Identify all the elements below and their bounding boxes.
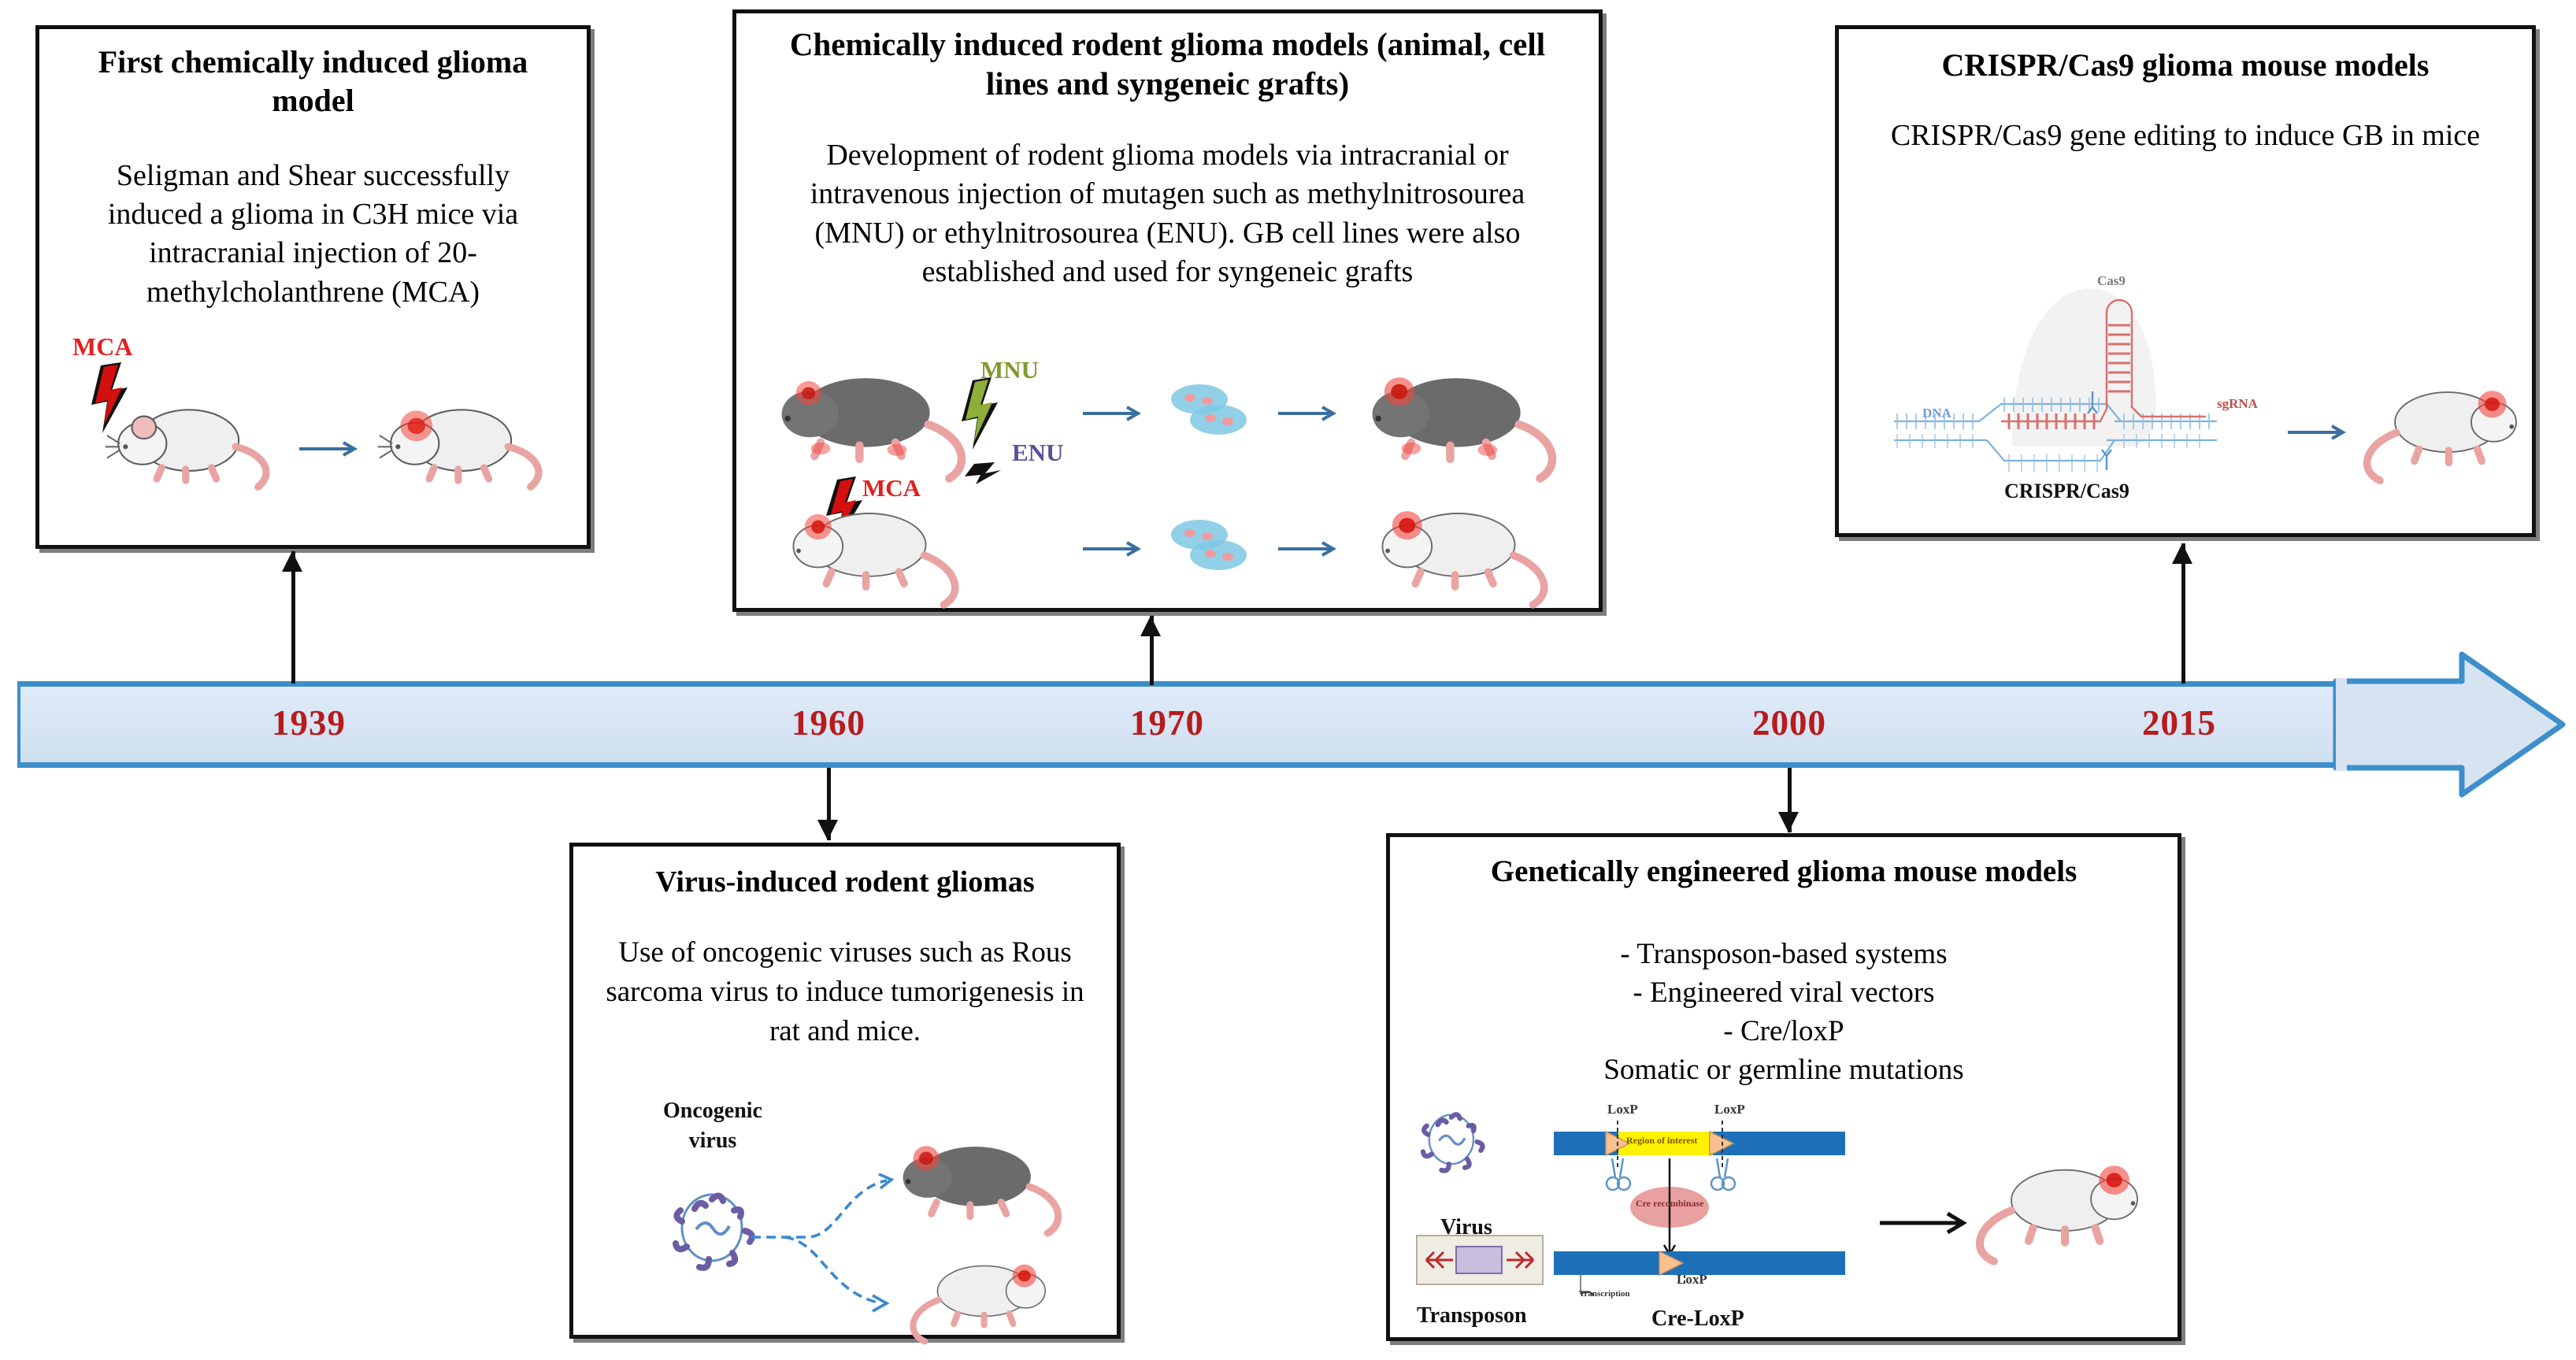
mouse-tumor-icon (2363, 391, 2517, 484)
label-enu: ENU (1012, 439, 1064, 466)
rat-gray-tumor-icon (1372, 377, 1557, 483)
timeline-year-2015: 2015 (2142, 703, 2216, 743)
card-genetically-engineered-glioma-mouse-models: Genetically engineered glioma mouse mode… (1386, 833, 2181, 1341)
connector-1970 (1150, 616, 1154, 685)
illustration-gemm: Virus Transposon Cre-LoxP LoxP LoxP LoxP… (1399, 1097, 2175, 1333)
connector-1960 (827, 768, 831, 840)
process-arrow-icon (299, 441, 358, 457)
gemm-graphic (1416, 1112, 2138, 1296)
label-sgrna: sgRNA (2217, 396, 2258, 411)
rat-gray-icon (781, 378, 966, 483)
connector-1939-arrowhead (282, 551, 302, 572)
label-cre-recombinase: Cre recombinase (1636, 1198, 1704, 1209)
timeline-year-1960: 1960 (791, 703, 865, 743)
mouse-healthy-icon (105, 409, 270, 491)
label-mca: MCA (862, 474, 921, 502)
label-mca: MCA (72, 332, 133, 361)
timeline-year-1939: 1939 (272, 703, 346, 743)
card-virus-induced-rodent-gliomas: Virus-induced rodent gliomas Use of onco… (569, 843, 1121, 1345)
illustration-oncogenic-virus: Oncogenic virus (573, 1099, 1117, 1345)
connector-2000 (1788, 768, 1792, 832)
branch-arrowhead-icon (878, 1173, 895, 1190)
label-loxp-right: LoxP (1714, 1102, 1745, 1117)
process-arrow-icon (1278, 541, 1337, 557)
connector-1960-arrowhead (817, 820, 838, 840)
card-body: Development of rodent glioma models via … (810, 139, 1525, 289)
label-loxp-left: LoxP (1607, 1102, 1638, 1117)
process-arrow-icon (1278, 406, 1337, 421)
crispr-cas9-graphic (1894, 288, 2517, 484)
label-crispr-cas9-caption: CRISPR/Cas9 (2004, 480, 2129, 502)
mouse-tumor-icon (377, 409, 543, 491)
bullet-creloxp: - Cre/loxP (1723, 1014, 1844, 1047)
illustration-mutagen-rodents: MNU ENU MCA (744, 344, 1599, 609)
virus-icon (673, 1192, 755, 1271)
bullet-transposon: - Transposon-based systems (1620, 937, 1948, 970)
transposon-icon (1416, 1235, 1544, 1285)
card-title: Chemically induced rodent glioma models … (789, 26, 1546, 102)
bullet-viral-vector: - Engineered viral vectors (1633, 976, 1935, 1009)
card-body: Use of oncogenic viruses such as Rous sa… (606, 936, 1084, 1047)
bolt-mnu-icon (962, 377, 998, 450)
mice-arrow-graphic (91, 362, 543, 491)
mouse-white-tumor-icon (910, 1264, 1047, 1345)
rat-gray-tumor-icon (903, 1146, 1062, 1237)
card-body: CRISPR/Cas9 gene editing to induce GB in… (1890, 118, 2481, 152)
bolt-enu-icon (965, 462, 1001, 484)
connector-2000-arrowhead (1778, 812, 1799, 832)
cell-culture-icon (1171, 384, 1247, 435)
virus-to-rodents-graphic (673, 1146, 1062, 1345)
process-arrow-icon (1083, 541, 1142, 557)
card-title: CRISPR/Cas9 glioma mouse models (1941, 47, 2430, 83)
illustration-mca-mouse: MCA (39, 332, 587, 513)
card-body: Seligman and Shear successfully induced … (107, 158, 519, 309)
cell-culture-icon (1171, 520, 1247, 570)
result-arrow-icon (1880, 1211, 1967, 1235)
process-arrow-icon (1083, 406, 1142, 421)
bolt-icon (91, 362, 128, 433)
recombined-construct-icon (1554, 1250, 1845, 1296)
label-loxp-bottom: LoxP (1677, 1272, 1707, 1287)
label-oncogenic: Oncogenic (663, 1099, 762, 1123)
text-somatic-germline: Somatic or germline mutations (1603, 1054, 1964, 1087)
branch-arrows-icon (751, 1179, 888, 1305)
connector-1939 (291, 551, 295, 684)
label-cre-loxp: Cre-LoxP (1651, 1306, 1744, 1331)
card-body: - Transposon-based systems - Engineered … (1410, 935, 2157, 1090)
sgrna-icon (2001, 298, 2206, 429)
label-mnu: MNU (980, 356, 1040, 384)
label-region-of-interest: Region of interest (1626, 1135, 1698, 1146)
mouse-white-tumor-icon (1381, 511, 1548, 609)
loxp-construct-icon (1554, 1121, 1845, 1191)
connector-1970-arrowhead (1140, 616, 1161, 636)
label-dna: DNA (1922, 406, 1951, 421)
connector-2015-arrowhead (2172, 543, 2192, 564)
illustration-crispr: DNA Cas9 sgRNA CRISPR/Cas9 (1847, 210, 2532, 525)
card-crispr-cas9-glioma-mouse-models: CRISPR/Cas9 glioma mouse models CRISPR/C… (1835, 25, 2536, 537)
label-cas9: Cas9 (2097, 273, 2126, 288)
timeline-bar (17, 681, 2348, 768)
virus-icon (1420, 1112, 1485, 1173)
card-title: Genetically engineered glioma mouse mode… (1490, 854, 2077, 888)
card-title: Virus-induced rodent gliomas (655, 865, 1035, 899)
label-virus: Virus (1440, 1215, 1492, 1240)
timeline-year-1970: 1970 (1130, 703, 1204, 743)
card-title: First chemically induced glioma model (98, 44, 528, 118)
timeline-year-2000: 2000 (1752, 703, 1826, 743)
label-virus: virus (688, 1128, 737, 1153)
mouse-white-icon (792, 513, 959, 609)
branch-arrowhead-icon (872, 1294, 890, 1313)
process-arrow-icon (2288, 424, 2347, 440)
timeline-arrowhead-icon (2333, 651, 2566, 798)
connector-2015 (2181, 543, 2185, 684)
timeline-arrow: 1939 1960 1970 2000 2015 (17, 651, 2566, 798)
rodent-pipeline-graphic (781, 377, 1557, 609)
card-first-chemically-induced-glioma-model: First chemically induced glioma model Se… (35, 25, 591, 549)
label-transposon: Transposon (1417, 1303, 1527, 1328)
mouse-tumor-icon (1975, 1165, 2138, 1266)
label-transcription: Transcription (1579, 1289, 1630, 1299)
bolt-mca-icon (826, 476, 862, 543)
card-chemically-induced-rodent-glioma-models: Chemically induced rodent glioma models … (732, 9, 1603, 612)
